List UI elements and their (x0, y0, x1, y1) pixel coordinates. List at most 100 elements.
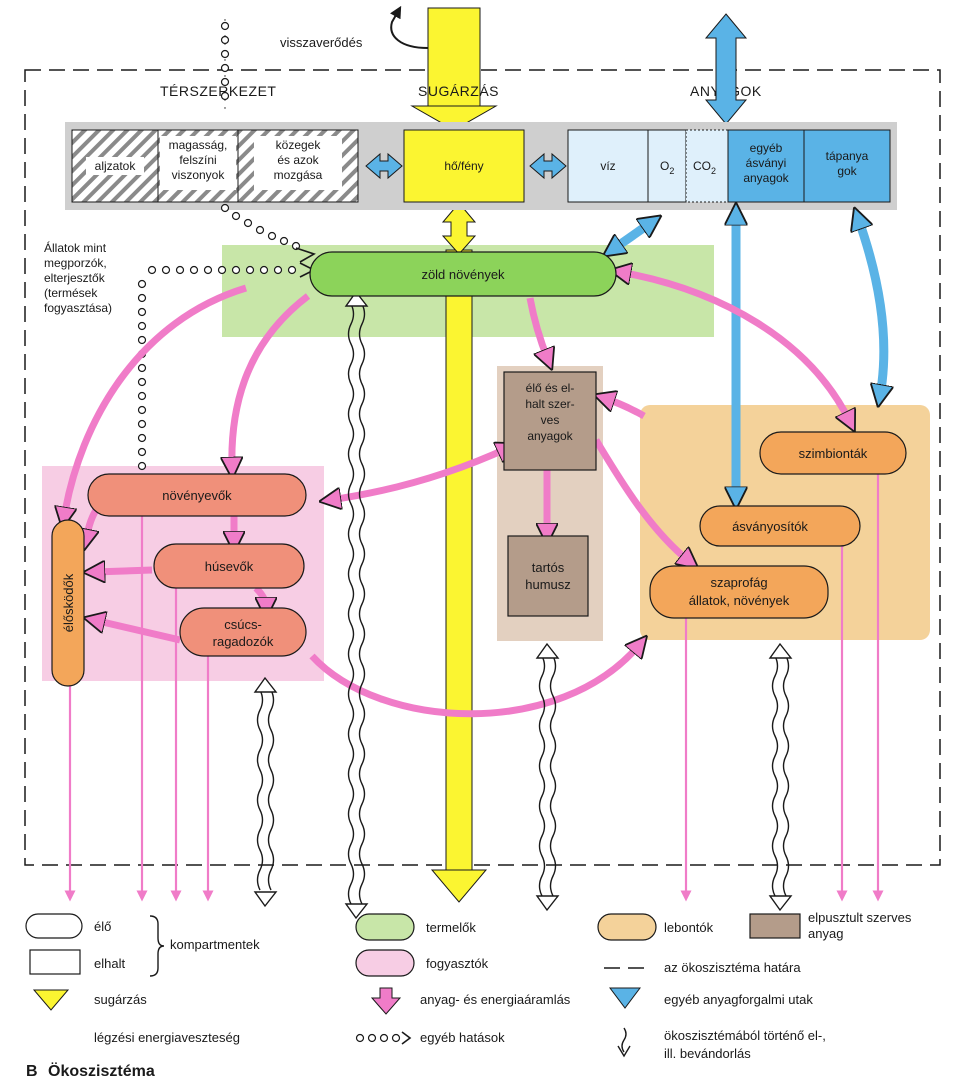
minerals-box (727, 129, 805, 203)
legend-brace (149, 915, 165, 977)
blue-plants-co2 (612, 222, 652, 250)
flow-herbivores-organic (330, 448, 508, 500)
animals-note-5: fogyasztása) (44, 301, 112, 315)
legend-dead-swatch (29, 949, 81, 975)
flow-plants-parasites (64, 284, 248, 518)
flow-herbivores-parasites (86, 508, 96, 540)
organic-matter-label-3: ves (541, 413, 560, 427)
ecosystem-boundary (24, 69, 941, 866)
radiation-column-main (445, 249, 473, 871)
co2-label: CO2 (693, 159, 716, 176)
radiation-column-top (427, 7, 481, 107)
height-label-1: magasság, (169, 138, 228, 152)
caption-letter: B (26, 1063, 38, 1080)
flow-decomposers-organic (604, 398, 646, 420)
mineralizers-label: ásványosítók (732, 519, 808, 534)
legend-dead-organic-swatch (749, 913, 801, 939)
legend-living-label: élő (94, 919, 111, 934)
organic-matter-label-4: anyagok (527, 429, 573, 443)
caption-title: Ökoszisztéma (48, 1061, 155, 1080)
legend-migration-label-1: ökoszisztémából történő el-, (664, 1028, 826, 1043)
legend: élő elhalt kompartmentek sugárzás légzés… (25, 910, 912, 1061)
minerals-label-2: ásványi (746, 156, 787, 170)
legend-dead-organic-label-1: elpusztult szerves (808, 910, 912, 925)
media-label-2: és azok (277, 153, 319, 167)
materials-exchange-arrow (704, 13, 748, 125)
carnivores-label: húsevők (205, 559, 254, 574)
legend-dead-organic-label-2: anyag (808, 926, 843, 941)
pink-flows (64, 272, 850, 718)
detritivores-label-2: állatok, növények (689, 593, 790, 608)
parasites-label: élősködők (61, 573, 76, 632)
reflection-arrow (390, 5, 429, 49)
symbionts-node (759, 431, 907, 475)
chain-arrowhead-1 (295, 247, 316, 263)
migration-arrowheads (253, 290, 793, 920)
height-label-2: felszíni (179, 153, 216, 167)
spatial-heat-arrow (365, 152, 403, 180)
animals-note-4: (termések (44, 286, 98, 300)
legend-effects-head (401, 1031, 412, 1045)
legend-effects-label: egyéb hatások (420, 1030, 505, 1045)
herbivores-node (87, 473, 307, 517)
flow-carnivores-apex (253, 585, 266, 608)
water-box (567, 129, 649, 203)
substrates-label: aljzatok (95, 159, 137, 173)
legend-producers-swatch (355, 913, 415, 941)
legend-respiration-label: légzési energiaveszteség (94, 1030, 240, 1045)
humus-box (507, 535, 589, 617)
radiation-arrowhead (410, 105, 498, 131)
heat-materials-arrow (529, 152, 567, 180)
flow-carnivores-parasites (94, 570, 153, 572)
flow-plants-symbionts (620, 272, 850, 422)
organic-matter-label-2: halt szer- (525, 397, 574, 411)
legend-dead-label: elhalt (94, 956, 125, 971)
water-label: víz (600, 159, 615, 173)
flow-plants-herbivores (232, 293, 311, 468)
green-plants-node (309, 251, 617, 297)
symbionts-label: szimbionták (799, 446, 868, 461)
minerals-label-3: anyagok (743, 171, 789, 185)
mineralizers-node (699, 505, 861, 547)
minerals-label-1: egyéb (750, 141, 783, 155)
legend-migration-arrow (617, 1027, 631, 1058)
respiration-loss-arrows (64, 474, 884, 902)
legend-decomposers-swatch (597, 913, 657, 941)
legend-producers-label: termelők (426, 920, 476, 935)
legend-consumers-label: fogyasztók (426, 956, 489, 971)
height-label-3: viszonyok (172, 168, 226, 182)
o2-label: O2 (660, 159, 674, 176)
spatial-structure-label: TÉRSZERKEZET (160, 83, 276, 99)
legend-blue-arrow (609, 987, 641, 1009)
animals-note-3: elterjesztők (44, 271, 106, 285)
legend-living-swatch (25, 913, 83, 939)
spatial-effects-dots (137, 21, 301, 471)
humus-label-1: tartós (532, 560, 565, 575)
carnivores-node (153, 543, 305, 589)
nutrients-box (803, 129, 891, 203)
organic-matter-box (503, 371, 597, 471)
flow-apex-parasites (94, 620, 181, 644)
legend-boundary-label: az ökoszisztéma határa (664, 960, 801, 975)
humus-label-2: humusz (525, 577, 571, 592)
legend-flow-label: anyag- és energiaáramlás (420, 992, 571, 1007)
animals-note-1: Állatok mint (44, 240, 107, 255)
radiation-label: SUGÁRZÁS (418, 83, 499, 99)
animals-note-2: megporzók, (44, 256, 107, 270)
nutrients-label-2: gok (837, 164, 857, 178)
heat-light-label: hő/fény (444, 159, 483, 173)
herbivores-label: növényevők (162, 488, 232, 503)
migration-arrows (256, 303, 790, 905)
flow-organic-detritivores (592, 438, 690, 562)
legend-consumers-swatch (355, 949, 415, 977)
heat-light-box (403, 129, 525, 203)
detritivores-label-1: szaprofág (710, 575, 767, 590)
flow-plants-organic (526, 297, 548, 360)
flow-consumers-detritivores (309, 644, 640, 718)
apex-predators-node (179, 607, 307, 657)
legend-flow-arrow (370, 987, 402, 1015)
reflection-label: visszaverődés (280, 35, 363, 50)
green-plants-label: zöld növények (421, 267, 505, 282)
legend-decomposers-label: lebontók (664, 920, 714, 935)
